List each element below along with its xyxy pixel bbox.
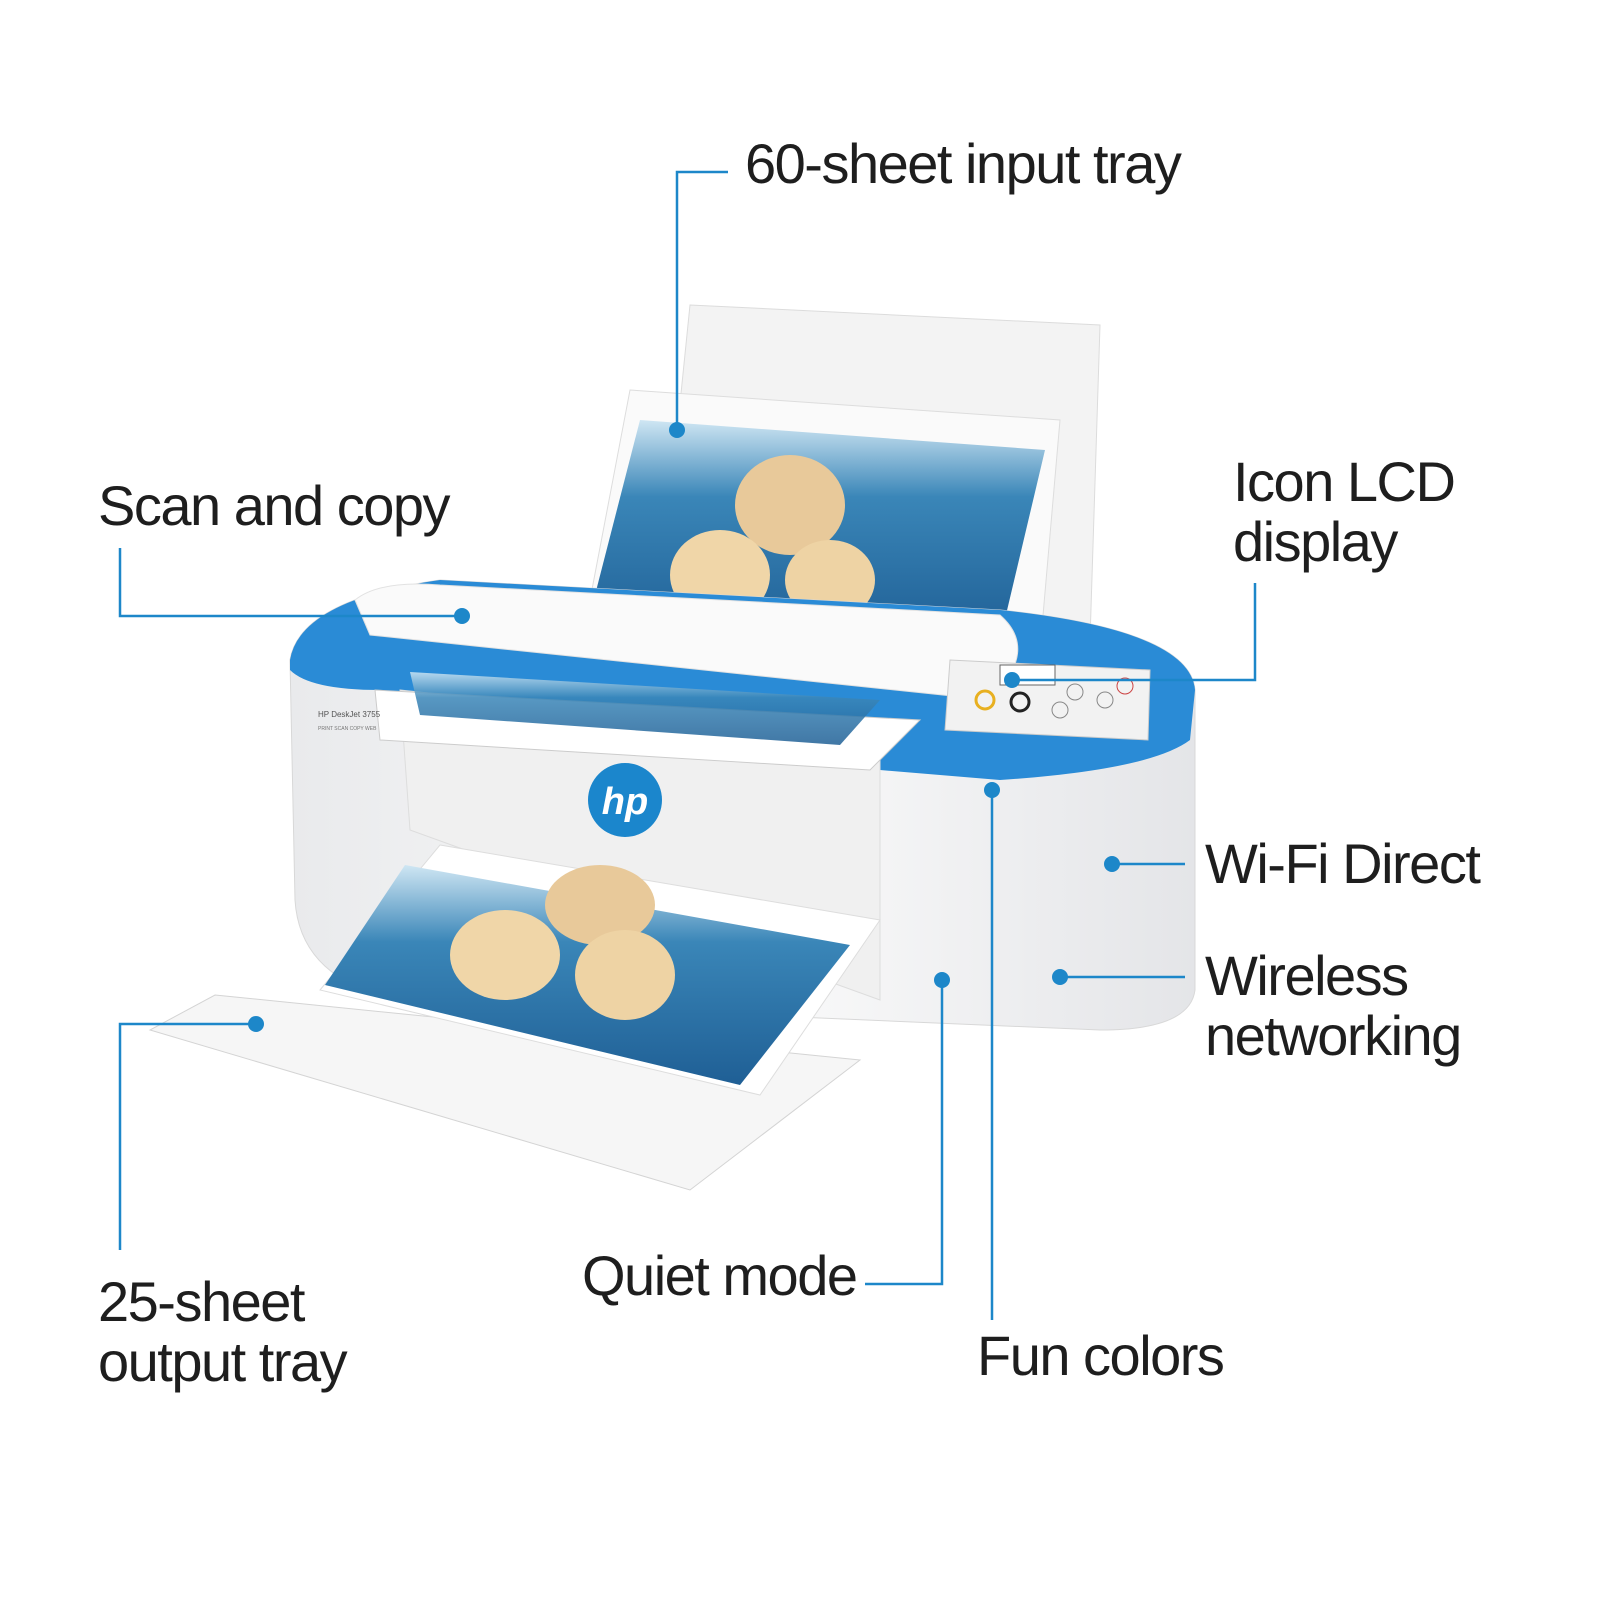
exiting-photo <box>410 672 880 745</box>
callout-output-tray: 25-sheet output tray <box>98 1270 348 1393</box>
model-label: HP DeskJet 3755 <box>318 710 381 719</box>
callout-fun-colors: Fun colors <box>977 1324 1225 1387</box>
callout-lcd: Icon LCD display <box>1233 450 1456 573</box>
output-tray <box>148 844 881 1191</box>
callout-input-tray: 60-sheet input tray <box>745 132 1182 195</box>
input-tray <box>589 304 1101 651</box>
callout-lines <box>118 170 1257 1320</box>
hp-logo-text: hp <box>602 781 648 823</box>
callout-lcd-line2: display <box>1233 510 1398 573</box>
callout-scan-copy: Scan and copy <box>98 474 450 537</box>
hp-logo <box>588 763 662 837</box>
callout-wireless-line2: networking <box>1205 1004 1462 1067</box>
callout-lcd-line1: Icon LCD <box>1233 450 1456 513</box>
callout-wifi-direct: Wi-Fi Direct <box>1205 832 1481 895</box>
callout-wireless-line1: Wireless <box>1205 944 1409 1007</box>
model-sub: PRINT SCAN COPY WEB <box>318 726 377 732</box>
callout-output-line1: 25-sheet <box>98 1270 305 1333</box>
callout-quiet-mode: Quiet mode <box>582 1244 858 1307</box>
callout-wireless: Wireless networking <box>1205 944 1462 1067</box>
callout-output-line2: output tray <box>98 1330 348 1393</box>
